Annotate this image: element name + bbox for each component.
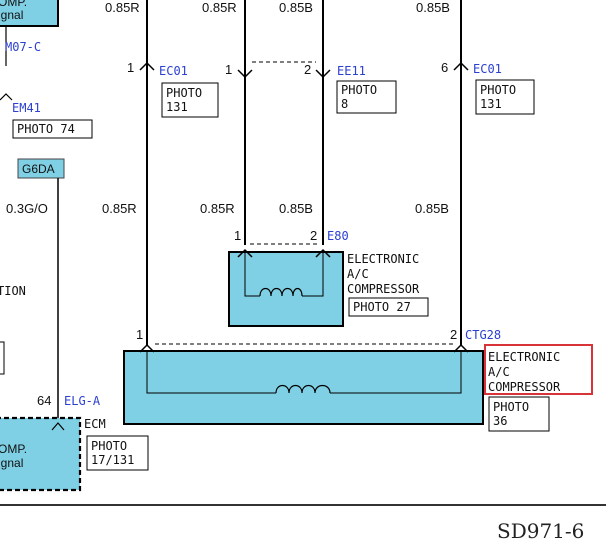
compressor-signal-box-top [0, 0, 59, 27]
comp-bottom-line2: ignal [0, 456, 23, 470]
ctg28-label-line3: COMPRESSOR [488, 380, 561, 394]
ctg28-label-line1: ELECTRONIC [488, 350, 560, 364]
left-block: OMP. ignal M07-C EM41 PHOTO 74 G6DA 0.3G… [0, 0, 149, 492]
mid-wire-label-3: 0.85B [279, 201, 313, 216]
pin-1-ec01-left: 1 [127, 60, 134, 75]
comp-top-line1: OMP. [0, 0, 27, 9]
photo-131-right-b: 131 [480, 97, 502, 111]
ctg28-pin-2: 2 [450, 327, 457, 342]
photo-131-left-box [161, 82, 219, 118]
connector-elga: ELG-A [64, 394, 101, 408]
e80-pin1-arrow [237, 248, 253, 258]
compressor-e80: 1 2 E80 ELECTRONIC A/C COMPRESSOR PHOTO … [228, 228, 429, 327]
connector-em41: EM41 [12, 101, 41, 115]
top-wire-label-1: 0.85R [105, 0, 140, 15]
e80-label-line2: A/C [347, 267, 369, 281]
photo-74-box [12, 119, 93, 139]
mid-wire-label-1: 0.85R [102, 201, 137, 216]
top-wire-labels: 0.85R 0.85R 0.85B 0.85B [105, 0, 450, 15]
ctg28-inner-wire-left [146, 352, 276, 394]
connector-m07c: M07-C [5, 40, 41, 54]
photo-131-left-b: 131 [166, 100, 188, 114]
photo-36-a: PHOTO [493, 400, 529, 414]
mid-wire-label-4: 0.85B [415, 201, 449, 216]
connector-e80: E80 [327, 229, 349, 243]
photo-74: PHOTO 74 [17, 122, 75, 136]
mid-wire-label-2: 0.85R [200, 201, 235, 216]
connector-ec01-right: EC01 [473, 62, 502, 76]
photo-131-right-box [475, 79, 535, 115]
pin-1-ee11: 1 [225, 62, 232, 77]
top-wire-label-3: 0.85B [279, 0, 313, 15]
ctg28-label-line2: A/C [488, 365, 510, 379]
ecm-label: ECM [84, 417, 106, 431]
connector-arrow-ec01-right [453, 61, 469, 71]
ecm-box [0, 416, 82, 492]
page-code: SD971-6 [497, 519, 584, 543]
ecm-pin-arrow [51, 422, 65, 431]
photo-17-131-box [86, 435, 149, 471]
highlight-box [484, 344, 593, 395]
connector-arrow-ee11-pin1 [237, 69, 253, 79]
connector-ctg28: CTG28 [465, 328, 501, 342]
ctg28-inner-wire-right [330, 352, 462, 394]
pin-64: 64 [37, 393, 51, 408]
ation-text: TION [0, 284, 26, 298]
ctg28-pin1-arrow [139, 343, 155, 353]
connector-ec01-left: EC01 [159, 64, 188, 78]
e80-label-line1: ELECTRONIC [347, 252, 419, 266]
photo-36-b: 36 [493, 414, 507, 428]
e80-inner-wire-left [244, 252, 260, 297]
e80-coil [259, 287, 303, 297]
ctg28-coil [275, 384, 331, 394]
ctg28-pin-1: 1 [136, 327, 143, 342]
photo-27-box [348, 297, 429, 317]
connector-ee11: EE11 [337, 64, 366, 78]
comp-top-line2: ignal [0, 8, 23, 22]
top-wire-label-2: 0.85R [202, 0, 237, 15]
mid-wire-labels: 0.85R 0.85R 0.85B 0.85B [102, 201, 449, 216]
connector-arrow-em41 [0, 93, 13, 101]
connector-arrow-ec01-left [139, 61, 155, 71]
photo-17-131-a: PHOTO [91, 439, 127, 453]
left-edge-box [0, 341, 5, 375]
main-wires [146, 0, 462, 345]
splice-g6da-label: G6DA [22, 162, 55, 176]
photo-17-131-b: 17/131 [91, 453, 134, 467]
photo-8-box [336, 80, 397, 114]
e80-pin2-arrow [315, 248, 331, 258]
photo-131-left-a: PHOTO [166, 86, 202, 100]
e80-pin-1: 1 [234, 228, 241, 243]
pin-6-ec01-right: 6 [441, 60, 448, 75]
comp-bottom-line1: OMP. [0, 442, 27, 456]
photo-8-a: PHOTO [341, 83, 377, 97]
upper-connectors: 1 EC01 PHOTO 131 1 2 EE11 PHOTO 8 6 EC01… [127, 60, 535, 118]
wire-label-03go: 0.3G/O [6, 201, 48, 216]
photo-8-b: 8 [341, 97, 348, 111]
e80-inner-wire-right [302, 252, 324, 297]
compressor-ctg28: 1 2 CTG28 ELECTRONIC A/C COMPRESSOR PHOT… [123, 327, 593, 432]
splice-g6da [17, 158, 65, 179]
photo-131-right-a: PHOTO [480, 83, 516, 97]
photo-27: PHOTO 27 [353, 300, 411, 314]
photo-36-box [488, 396, 550, 432]
ctg28-pin2-arrow [453, 343, 469, 353]
e80-label-line3: COMPRESSOR [347, 282, 420, 296]
pin-2-ee11: 2 [304, 62, 311, 77]
e80-pin-2: 2 [310, 228, 317, 243]
connector-arrow-ee11-pin2 [315, 69, 331, 79]
top-wire-label-4: 0.85B [416, 0, 450, 15]
